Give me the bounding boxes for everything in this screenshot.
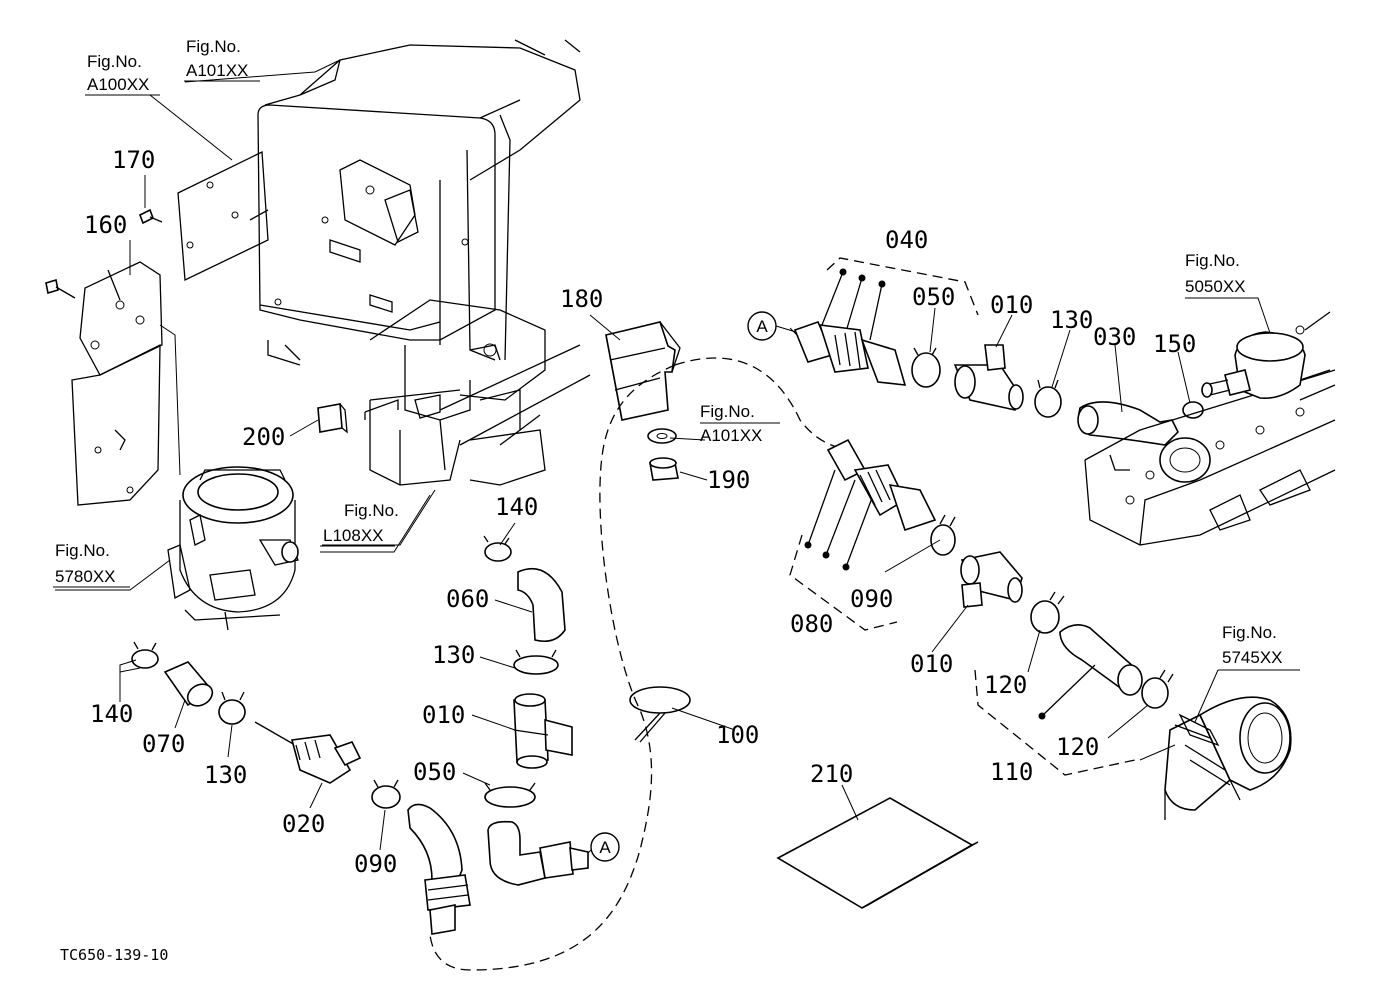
callout-140-lower: 140: [90, 700, 133, 728]
svg-text:A101XX: A101XX: [700, 426, 762, 445]
callout-070: 070: [142, 730, 185, 758]
svg-text:Fig.No.: Fig.No.: [1185, 251, 1240, 270]
svg-text:Fig.No.: Fig.No.: [55, 541, 110, 560]
callout-010-right-top: 010: [990, 291, 1033, 319]
washer-190: [647, 428, 677, 444]
callout-150: 150: [1153, 330, 1196, 358]
fig-ref-l108: Fig.No. L108XX: [320, 501, 399, 547]
svg-text:A101XX: A101XX: [186, 61, 248, 80]
intake-5745: [1164, 696, 1292, 820]
fitting-020: [254, 721, 362, 784]
callout-120-upper: 120: [984, 671, 1027, 699]
hose-110: [974, 624, 1143, 776]
sleeve-070: [163, 661, 214, 707]
clamp-050-right: [911, 347, 941, 388]
callout-040: 040: [885, 226, 928, 254]
callout-190: 190: [707, 466, 750, 494]
callout-210: 210: [810, 760, 853, 788]
leader-lines: [55, 59, 1300, 851]
callout-060: 060: [446, 585, 489, 613]
fig-ref-5050: Fig.No. 5050XX: [1185, 251, 1246, 296]
fuel-tank-assembly: [257, 39, 591, 486]
clamp-140-upper: [483, 535, 512, 562]
svg-text:Fig.No.: Fig.No.: [87, 52, 142, 71]
svg-text:A: A: [756, 317, 768, 336]
bracket-180: [605, 321, 681, 421]
sensor-5050: [1201, 311, 1331, 400]
callout-050-mid: 050: [413, 758, 456, 786]
svg-text:L108XX: L108XX: [323, 526, 384, 545]
elbow-fitting: [487, 820, 589, 886]
callout-130-mid: 130: [432, 641, 475, 669]
fig-ref-5745: Fig.No. 5745XX: [1222, 623, 1283, 667]
hose-060: [517, 567, 566, 643]
hose-bend-bottom: [407, 803, 471, 935]
group-040: [793, 257, 979, 386]
bracket-plate-160: [45, 261, 163, 506]
callout-030: 030: [1093, 323, 1136, 351]
svg-text:Fig.No.: Fig.No.: [700, 402, 755, 421]
callout-130-right: 130: [1050, 306, 1093, 334]
sheet-210: [776, 797, 979, 909]
callout-130-lower: 130: [204, 761, 247, 789]
callout-100: 100: [716, 721, 759, 749]
svg-text:Fig.No.: Fig.No.: [344, 501, 399, 520]
band-clamp-100: [629, 686, 691, 743]
fig-ref-5780: Fig.No. 5780XX: [53, 541, 130, 588]
clamp-090-right: [930, 514, 956, 556]
callout-020: 020: [282, 810, 325, 838]
connection-marker-bottom: A: [587, 832, 620, 862]
callout-080: 080: [790, 610, 833, 638]
tee-010-mid: [513, 693, 573, 769]
svg-text:5745XX: 5745XX: [1222, 648, 1283, 667]
hose-030: [1077, 401, 1179, 446]
bolt-170: [138, 208, 163, 225]
svg-text:Fig.No.: Fig.No.: [186, 37, 241, 56]
callout-110: 110: [990, 758, 1033, 786]
callout-200: 200: [242, 423, 285, 451]
callout-050-right: 050: [912, 283, 955, 311]
svg-text:5780XX: 5780XX: [55, 567, 116, 586]
fig-ref-a100: Fig.No. A100XX: [85, 52, 160, 96]
drawing-code: TC650-139-10: [60, 946, 168, 964]
svg-text:5050XX: 5050XX: [1185, 277, 1246, 296]
clamp-130-lower: [218, 691, 246, 725]
clamp-120-lower: [1141, 669, 1174, 709]
callout-010-mid: 010: [422, 701, 465, 729]
tee-010-right-top: [953, 344, 1024, 411]
clamp-050-mid: [484, 782, 536, 808]
callout-140-upper: 140: [495, 493, 538, 521]
clamp-120-upper: [1030, 591, 1065, 634]
callout-090-lower: 090: [354, 850, 397, 878]
bracket-plate-upper: [177, 150, 269, 281]
group-080: [789, 438, 937, 631]
callout-170: 170: [112, 146, 155, 174]
clamp-130-mid: [513, 649, 559, 675]
callout-180: 180: [560, 285, 603, 313]
clamp-130-right: [1034, 379, 1062, 418]
fig-ref-a101-mid: Fig.No. A101XX: [700, 402, 762, 445]
callout-010-right-mid: 010: [910, 650, 953, 678]
svg-text:A100XX: A100XX: [87, 75, 149, 94]
fig-ref-a101-top: Fig.No. A101XX: [184, 37, 260, 82]
fuel-line-route: [429, 357, 841, 971]
callout-090-right: 090: [850, 585, 893, 613]
callout-160: 160: [84, 211, 127, 239]
svg-text:A: A: [599, 838, 611, 857]
callout-120-lower: 120: [1056, 733, 1099, 761]
tee-010-right-mid: [960, 551, 1023, 608]
pump-assembly: [167, 466, 299, 631]
connection-marker-left: A: [747, 311, 797, 341]
part-callouts: 170 160 200 180 190 140 060 130 010 050 …: [84, 146, 1196, 878]
part-200: [317, 403, 348, 434]
nut-190: [649, 457, 679, 481]
clamp-140-lower: [131, 641, 159, 669]
clamp-090-lower: [371, 779, 401, 809]
svg-text:Fig.No.: Fig.No.: [1222, 623, 1277, 642]
